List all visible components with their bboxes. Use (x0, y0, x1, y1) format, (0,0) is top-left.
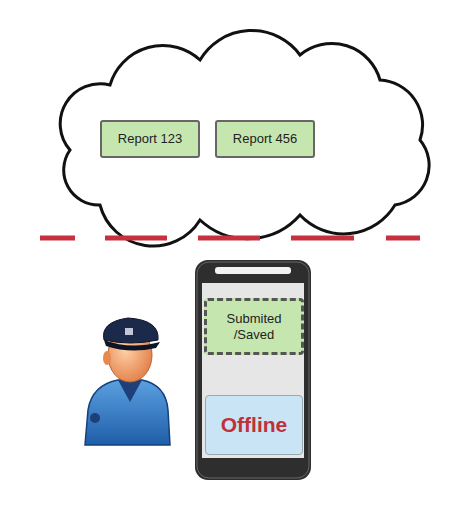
report-box: Report 123 (100, 120, 200, 158)
box-label: Offline (221, 413, 288, 437)
box-label: Submited /Saved (219, 311, 289, 343)
phone-body (195, 260, 311, 480)
phone-bezel (197, 262, 309, 478)
box-label: Report 123 (118, 131, 182, 147)
officer-cap-badge (125, 328, 133, 335)
officer-collar (118, 380, 142, 402)
report-box: Report 456 (215, 120, 315, 158)
phone-speaker (215, 267, 291, 274)
boundary-dash (386, 236, 420, 241)
phone-screen (202, 283, 304, 458)
boundary-dash (198, 236, 260, 241)
officer-cap-visor (104, 340, 160, 351)
boundary-dash (291, 236, 354, 241)
cloud-outline (60, 31, 429, 247)
network-boundary (40, 236, 420, 241)
boundary-dash (105, 236, 167, 241)
officer-badge (90, 413, 100, 423)
officer-ear (103, 351, 111, 365)
box-label: Report 456 (233, 131, 297, 147)
status-box: Submited /Saved (204, 298, 304, 355)
offline-box: Offline (205, 395, 303, 455)
boundary-dash (40, 236, 75, 241)
officer-body (85, 380, 170, 445)
officer-cap (104, 318, 159, 343)
police-officer-icon (85, 318, 170, 445)
phone-illustration (195, 260, 311, 480)
